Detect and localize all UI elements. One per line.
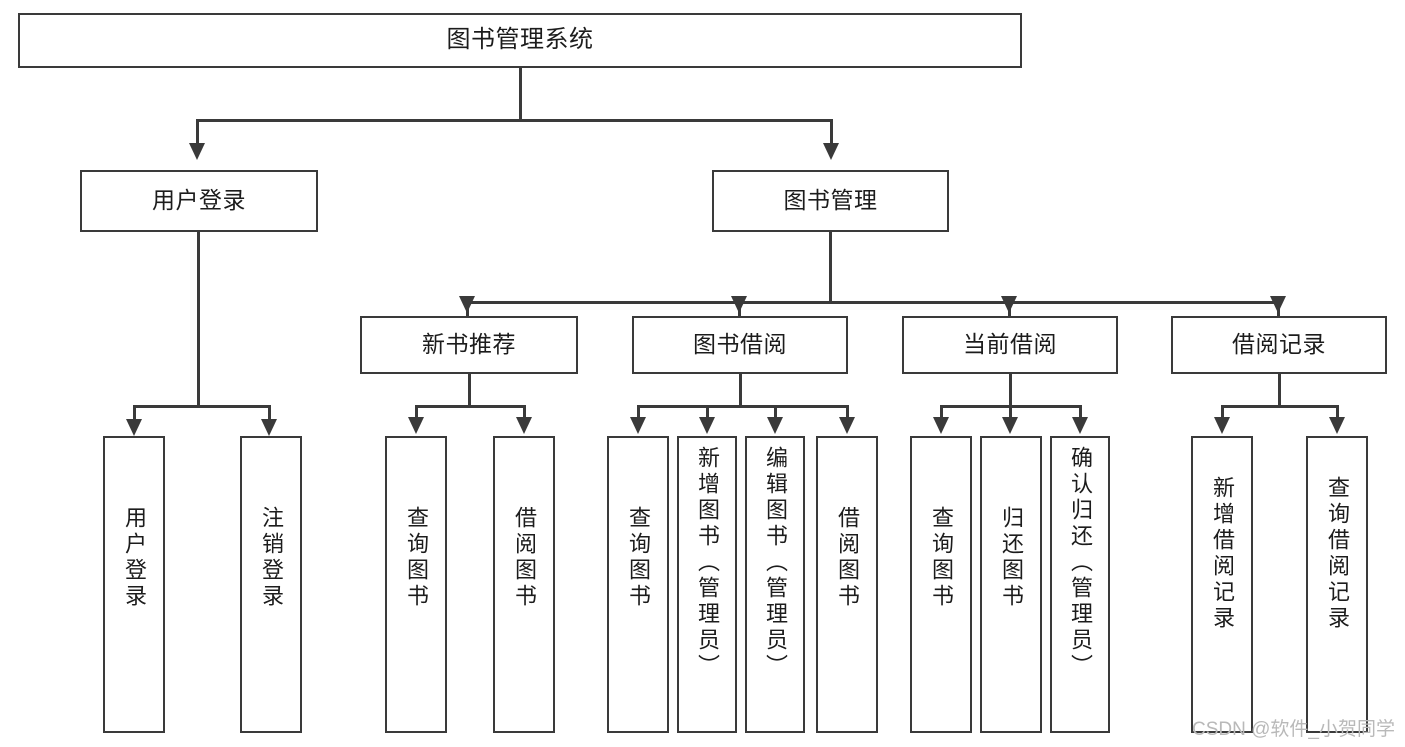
leaf-new-book-query-book[interactable]: 查询图书 xyxy=(385,436,447,733)
leaf-book-borrow-borrow-book[interactable]: 借阅图书 xyxy=(816,436,878,733)
connector-nbr-drop-1 xyxy=(415,405,418,419)
leaf-book-borrow-edit-book-admin[interactable]: 编辑图书（管理员） xyxy=(745,436,805,733)
leaf-user-login-login[interactable]: 用户登录 xyxy=(103,436,165,733)
node-label: 图书管理系统 xyxy=(446,26,594,54)
arrowhead-to-book-management xyxy=(823,143,839,160)
arrowhead-to-current-borrow xyxy=(1001,296,1017,313)
arrowhead-bb-leaf-1 xyxy=(630,417,646,434)
node-label: 借阅图书 xyxy=(512,506,537,610)
connector-nbr-drop-2 xyxy=(523,405,526,419)
connector-bb-drop-1 xyxy=(637,405,640,419)
node-label: 新书推荐 xyxy=(422,331,516,358)
node-label: 借阅记录 xyxy=(1232,331,1326,358)
connector-br-drop-1 xyxy=(1221,405,1224,419)
connector-root-bus xyxy=(196,119,833,122)
node-label: 确认归还（管理员） xyxy=(1068,446,1093,680)
leaf-book-borrow-query-book[interactable]: 查询图书 xyxy=(607,436,669,733)
connector-book-management-bus xyxy=(466,301,1279,304)
connector-bb-drop-4 xyxy=(846,405,849,419)
node-book-borrow[interactable]: 图书借阅 xyxy=(632,316,848,374)
arrowhead-user-login-leaf-1 xyxy=(126,419,142,436)
arrowhead-to-user-login xyxy=(189,143,205,160)
connector-book-management-stem xyxy=(829,232,832,303)
connector-cb-drop-3 xyxy=(1079,405,1082,419)
csdn-watermark: CSDN @软件_小贺同学 xyxy=(1192,719,1395,740)
connector-cb-stem xyxy=(1009,374,1012,407)
arrowhead-nbr-leaf-1 xyxy=(408,417,424,434)
node-label: 查询图书 xyxy=(404,506,429,610)
connector-bb-bus xyxy=(637,405,849,408)
arrowhead-bb-leaf-3 xyxy=(767,417,783,434)
connector-root-drop-left xyxy=(196,119,199,145)
node-label: 用户登录 xyxy=(152,187,246,214)
arrowhead-bb-leaf-4 xyxy=(839,417,855,434)
leaf-borrow-records-add-record[interactable]: 新增借阅记录 xyxy=(1191,436,1253,733)
connector-bb-stem xyxy=(739,374,742,407)
arrowhead-to-new-book-recommend xyxy=(459,296,475,313)
node-label: 查询图书 xyxy=(626,506,651,610)
node-label: 图书管理 xyxy=(783,187,878,214)
connector-br-bus xyxy=(1221,405,1338,408)
connector-nbr-bus xyxy=(415,405,525,408)
node-label: 注销登录 xyxy=(259,506,284,610)
connector-root-drop-right xyxy=(830,119,833,145)
connector-root-stem xyxy=(519,68,522,119)
arrowhead-to-book-borrow xyxy=(731,296,747,313)
node-new-book-recommend[interactable]: 新书推荐 xyxy=(360,316,578,374)
connector-bb-drop-3 xyxy=(774,405,777,419)
connector-cb-drop-2 xyxy=(1009,405,1012,419)
connector-bb-drop-2 xyxy=(706,405,709,419)
node-label: 查询图书 xyxy=(929,506,954,610)
leaf-book-borrow-add-book-admin[interactable]: 新增图书（管理员） xyxy=(677,436,737,733)
connector-user-login-bus xyxy=(133,405,270,408)
node-label: 当前借阅 xyxy=(963,331,1057,358)
arrowhead-nbr-leaf-2 xyxy=(516,417,532,434)
node-label: 用户登录 xyxy=(122,506,147,610)
arrowhead-cb-leaf-2 xyxy=(1002,417,1018,434)
leaf-borrow-records-query-record[interactable]: 查询借阅记录 xyxy=(1306,436,1368,733)
connector-user-login-stem xyxy=(197,232,200,407)
node-book-management[interactable]: 图书管理 xyxy=(712,170,949,232)
connector-user-login-drop-1 xyxy=(133,405,136,421)
node-user-login[interactable]: 用户登录 xyxy=(80,170,318,232)
node-root-library-system[interactable]: 图书管理系统 xyxy=(18,13,1022,68)
node-label: 编辑图书（管理员） xyxy=(763,446,788,680)
connector-br-drop-2 xyxy=(1336,405,1339,419)
node-label: 新增图书（管理员） xyxy=(695,446,720,680)
arrowhead-cb-leaf-1 xyxy=(933,417,949,434)
arrowhead-user-login-leaf-2 xyxy=(261,419,277,436)
node-borrow-records[interactable]: 借阅记录 xyxy=(1171,316,1387,374)
arrowhead-bb-leaf-2 xyxy=(699,417,715,434)
connector-cb-drop-1 xyxy=(940,405,943,419)
arrowhead-to-borrow-records xyxy=(1270,296,1286,313)
connector-nbr-stem xyxy=(468,374,471,407)
arrowhead-br-leaf-1 xyxy=(1214,417,1230,434)
leaf-new-book-borrow-book[interactable]: 借阅图书 xyxy=(493,436,555,733)
node-label: 图书借阅 xyxy=(693,331,787,358)
arrowhead-br-leaf-2 xyxy=(1329,417,1345,434)
leaf-user-login-logout[interactable]: 注销登录 xyxy=(240,436,302,733)
leaf-current-borrow-query-book[interactable]: 查询图书 xyxy=(910,436,972,733)
arrowhead-cb-leaf-3 xyxy=(1072,417,1088,434)
node-label: 归还图书 xyxy=(999,506,1024,610)
node-label: 查询借阅记录 xyxy=(1325,476,1350,632)
node-label: 新增借阅记录 xyxy=(1210,476,1235,632)
connector-user-login-drop-2 xyxy=(268,405,271,421)
connector-br-stem xyxy=(1278,374,1281,407)
node-current-borrow[interactable]: 当前借阅 xyxy=(902,316,1118,374)
leaf-current-borrow-confirm-return-admin[interactable]: 确认归还（管理员） xyxy=(1050,436,1110,733)
leaf-current-borrow-return-book[interactable]: 归还图书 xyxy=(980,436,1042,733)
node-label: 借阅图书 xyxy=(835,506,860,610)
